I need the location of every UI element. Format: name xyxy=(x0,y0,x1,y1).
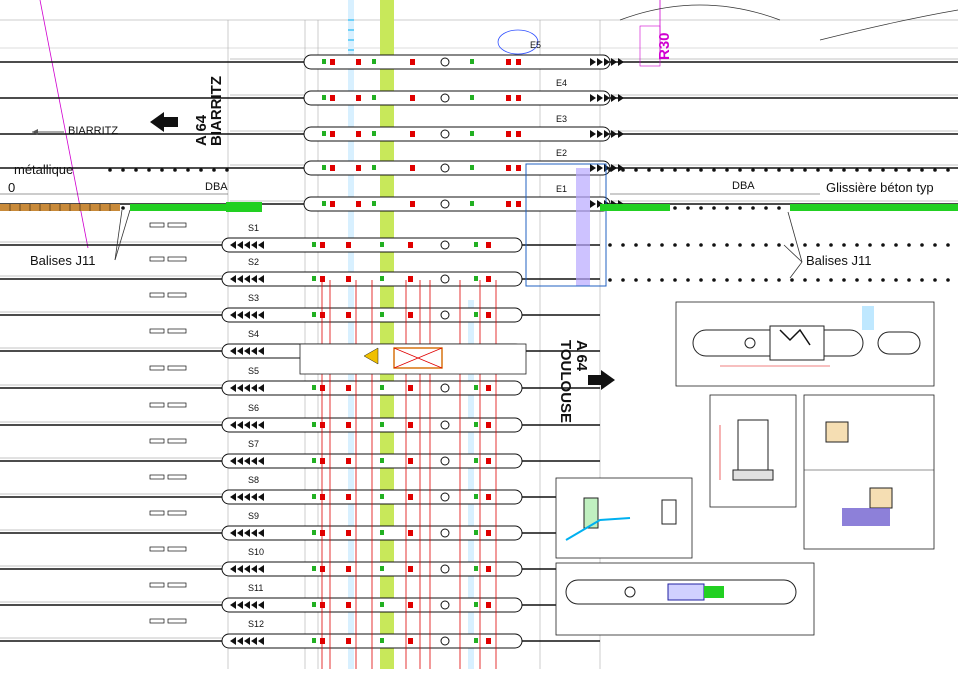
detail-panel-1 xyxy=(675,301,935,387)
balises-right-label: Balises J11 xyxy=(806,253,872,268)
dba-right-label: DBA xyxy=(732,180,755,192)
lane-label-s3: S3 xyxy=(248,293,260,303)
zero-label: 0 xyxy=(8,180,16,195)
dba-left-label: DBA xyxy=(205,181,228,193)
lane-label-s7: S7 xyxy=(248,439,260,449)
detail-panel-4 xyxy=(555,477,693,559)
exit-lane-s3 xyxy=(0,292,600,323)
exit-lane-s2 xyxy=(0,256,600,287)
detail-panel-5 xyxy=(555,562,815,636)
exit-lane-s8 xyxy=(0,474,600,505)
lane-label-e2: E2 xyxy=(556,148,568,158)
lane-label-s1: S1 xyxy=(248,223,260,233)
exit-lane-s1 xyxy=(0,222,600,253)
arrow-left-icon xyxy=(150,112,178,132)
entry-lane-e3 xyxy=(0,126,958,142)
entry-lane-e2 xyxy=(0,160,958,176)
detail-panel-2 xyxy=(709,394,797,508)
toulouse-label: TOULOUSE xyxy=(557,340,574,424)
lane-label-e1: E1 xyxy=(556,184,568,194)
entry-lane-e5 xyxy=(0,54,958,70)
lane-label-s2: S2 xyxy=(248,257,260,267)
balise-dot-row xyxy=(108,168,229,172)
lane-label-s6: S6 xyxy=(248,403,260,413)
exit-lane-s12 xyxy=(0,618,600,649)
metallique-label: métallique xyxy=(14,162,74,177)
purple-zone xyxy=(576,168,590,286)
exit-lane-s7 xyxy=(0,438,600,469)
lane-label-e4: E4 xyxy=(556,78,568,88)
biarritz-arrow-label: BIARRITZ xyxy=(68,125,119,137)
exit-lane-s9 xyxy=(0,510,600,541)
balise-dot-row xyxy=(608,278,950,282)
lane-label-s12: S12 xyxy=(248,619,265,629)
glissiere-label: Glissière béton typ xyxy=(826,180,934,195)
arrow-right-icon xyxy=(588,370,615,390)
exit-lane-s11 xyxy=(0,582,600,613)
detail-panel-3 xyxy=(803,394,935,550)
entry-lane-e4 xyxy=(0,90,958,106)
balise-dot-row xyxy=(608,168,950,172)
balise-dot-row xyxy=(608,243,950,247)
lane-label-s10: S10 xyxy=(248,547,265,557)
lane-label-s8: S8 xyxy=(248,475,260,485)
a64-right-label: A 64 xyxy=(573,340,590,372)
lane-label-e5: E5 xyxy=(530,40,542,50)
r30-label: R30 xyxy=(656,32,673,60)
lane-label-s9: S9 xyxy=(248,511,260,521)
balises-left-label: Balises J11 xyxy=(30,253,96,268)
exit-lane-s10 xyxy=(0,546,600,577)
exit-lane-s6 xyxy=(0,402,600,433)
lane-label-s5: S5 xyxy=(248,366,260,376)
lane-label-e3: E3 xyxy=(556,114,568,124)
lane-label-s4: S4 xyxy=(248,329,260,339)
lane-label-s11: S11 xyxy=(248,583,264,593)
biarritz-vertical-label: BIARRITZ xyxy=(208,76,225,146)
